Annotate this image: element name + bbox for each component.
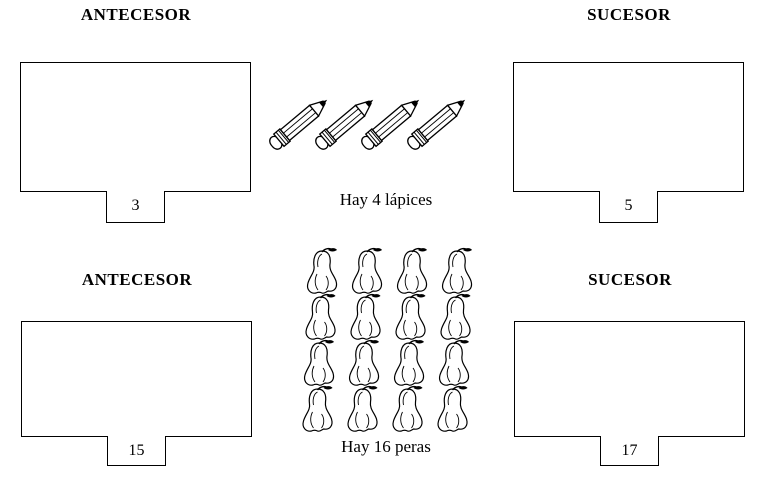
sucesor-number-1: 5 (599, 191, 658, 223)
pear-icon (305, 293, 337, 340)
pear-count-caption: Hay 16 peras (341, 437, 431, 456)
pear-icon (440, 293, 472, 340)
pencil-count-caption: Hay 4 lápices (339, 190, 433, 209)
pencils-illustration (266, 92, 471, 153)
pear-icon (351, 247, 383, 294)
pear-icon (441, 247, 473, 294)
pear-icon (438, 339, 470, 386)
antecesor-number-1: 3 (106, 191, 165, 223)
pear-icon (347, 385, 379, 432)
pear-icon (303, 339, 335, 386)
antecesor-heading-1: ANTECESOR (80, 5, 192, 24)
pear-icon (437, 385, 469, 432)
pear-icon (392, 385, 424, 432)
pear-icon (306, 247, 338, 294)
pear-icon (350, 293, 382, 340)
antecesor-answer-box-2[interactable] (21, 321, 252, 437)
sucesor-number-2: 17 (600, 436, 659, 466)
antecesor-number-2: 15 (107, 436, 166, 466)
sucesor-heading-1: SUCESOR (587, 5, 671, 24)
pear-icon (395, 293, 427, 340)
pear-icon (396, 247, 428, 294)
sucesor-answer-box-2[interactable] (514, 321, 745, 437)
pear-icon (302, 385, 334, 432)
antecesor-heading-2: ANTECESOR (81, 270, 193, 289)
sucesor-heading-2: SUCESOR (588, 270, 672, 289)
pear-icon (348, 339, 380, 386)
pear-icon (393, 339, 425, 386)
sucesor-answer-box-1[interactable] (513, 62, 744, 192)
antecesor-answer-box-1[interactable] (20, 62, 251, 192)
pears-illustration (302, 247, 473, 432)
